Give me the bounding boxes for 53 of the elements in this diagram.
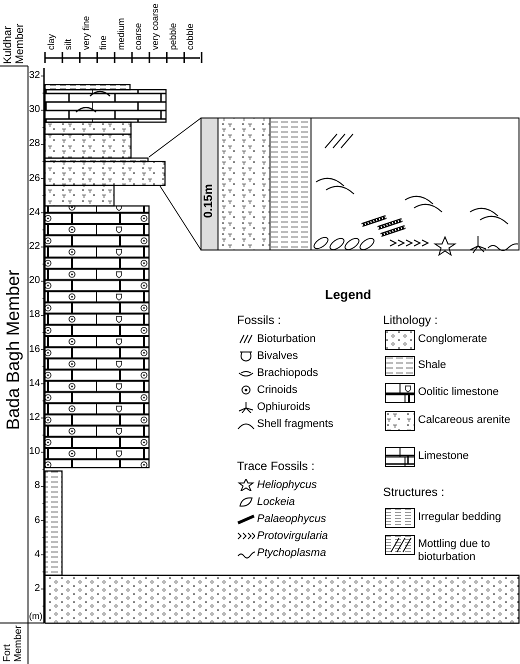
- depth-label: 24: [29, 208, 40, 218]
- legend-label: Heliophycus: [257, 479, 318, 492]
- grain-size-label: fine: [99, 35, 108, 50]
- legend-heading: Lithology :: [383, 314, 438, 326]
- grain-size-label: medium: [116, 18, 126, 50]
- depth-label: 2: [33, 584, 40, 594]
- depth-label: 16: [29, 344, 40, 355]
- grain-size-label: clay: [47, 34, 56, 50]
- member-label: Fort Member: [2, 624, 24, 662]
- legend-label: Mottling due to bioturbation: [418, 538, 492, 564]
- grain-size-label: pebble: [168, 22, 178, 50]
- legend-label: Crinoids: [257, 384, 298, 397]
- legend-title: Legend: [325, 288, 372, 301]
- legend-label: Ophiuroids: [257, 401, 312, 414]
- depth-label: 28: [29, 139, 40, 150]
- depth-label: 4: [33, 550, 40, 560]
- depth-label: 8: [33, 481, 40, 492]
- legend-label: Protovirgularia: [257, 530, 329, 543]
- legend-label: Oolitic limestone: [418, 386, 500, 399]
- grain-size-label: coarse: [134, 22, 143, 50]
- grain-size-label: very coarse: [151, 3, 160, 50]
- depth-label: 18: [29, 310, 40, 320]
- depth-label: 20: [29, 276, 40, 286]
- legend-label: Bioturbation: [257, 333, 317, 346]
- depth-label: 6: [33, 516, 40, 526]
- legend-heading: Structures :: [383, 486, 444, 498]
- legend-label: Calcareous arenite: [418, 414, 512, 427]
- legend-heading: Fossils :: [237, 314, 282, 326]
- legend-label: Brachiopods: [257, 367, 320, 380]
- depth-label: 14: [29, 378, 40, 389]
- depth-label: 26: [29, 174, 40, 184]
- member-label: Kuldhar Member: [2, 22, 26, 64]
- legend-label: Shell fragments: [257, 418, 334, 431]
- depth-label: 10: [29, 447, 40, 458]
- member-label: Bada Bagh Member: [4, 270, 22, 430]
- legend-label: Irregular bedding: [418, 511, 502, 524]
- legend-label: Limestone: [418, 450, 470, 463]
- depth-label: 22: [29, 242, 40, 252]
- legend-label: Bivalves: [257, 350, 299, 363]
- legend-label: Ptychoplasma: [257, 547, 328, 560]
- legend-label: Conglomerate: [418, 333, 488, 346]
- scale-label: 0.15m: [202, 184, 214, 218]
- legend-label: Shale: [418, 359, 448, 372]
- unit-label: (m): [29, 612, 42, 621]
- grain-size-label: silt: [64, 39, 74, 50]
- depth-label: 12: [29, 413, 40, 423]
- grain-size-label: very fine: [82, 16, 91, 50]
- depth-label: 30: [29, 105, 40, 116]
- legend-heading: Trace Fossils :: [237, 460, 315, 472]
- grain-size-label: cobble: [186, 23, 196, 50]
- legend-label: Lockeia: [257, 496, 296, 509]
- depth-label: 32: [29, 71, 40, 81]
- legend-label: Palaeophycus: [257, 513, 328, 526]
